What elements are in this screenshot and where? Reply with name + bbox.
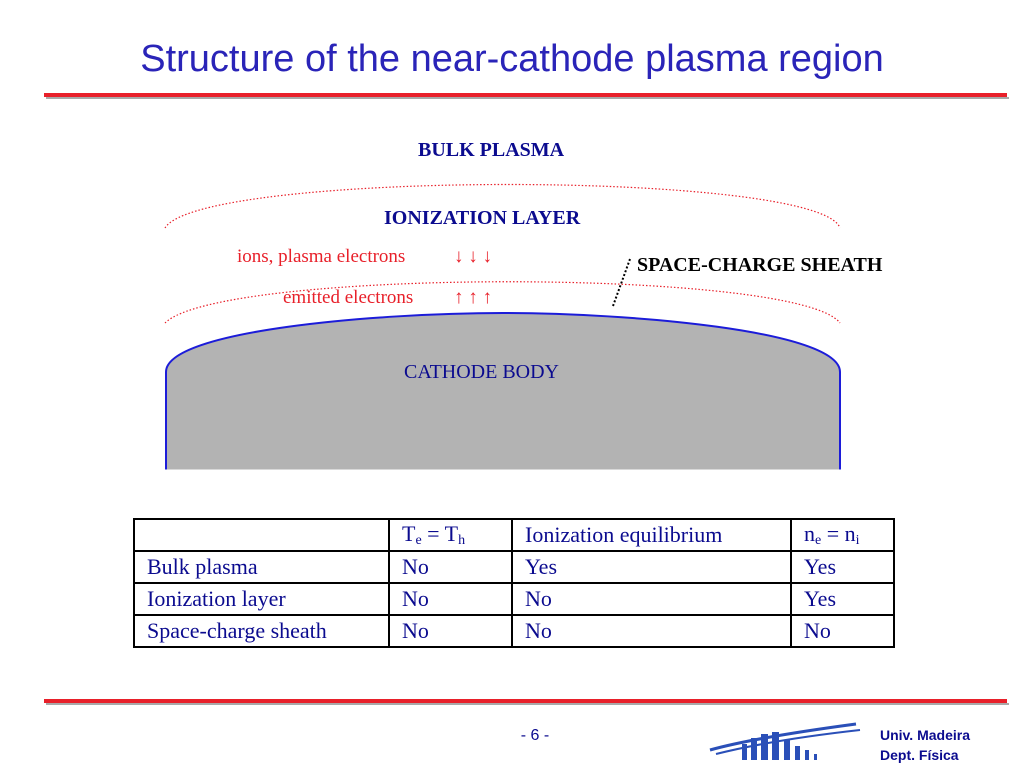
slide-title: Structure of the near-cathode plasma reg… (140, 38, 884, 80)
inner-boundary-curve (164, 281, 841, 324)
university-name: Univ. Madeira Dept. Física (880, 725, 970, 765)
header-cell-region (133, 518, 390, 552)
university-logo-icon (709, 722, 861, 760)
up-arrows: ↑ ↑ ↑ (454, 287, 492, 308)
region-cell: Bulk plasma (133, 550, 390, 584)
outer-boundary-curve (164, 183, 841, 229)
temp-eq-cell: No (388, 550, 513, 584)
header-cell-density: ne = ni (790, 518, 895, 552)
temp-eq-cell: No (388, 582, 513, 616)
cathode-body-shape (165, 311, 841, 472)
cathode-body-label: CATHODE BODY (404, 361, 559, 383)
region-cell: Ionization layer (133, 582, 390, 616)
ion-eq-cell: No (511, 614, 792, 648)
table-row: Space-charge sheath No No No (133, 614, 895, 648)
region-cell: Space-charge sheath (133, 614, 390, 648)
down-arrows: ↓ ↓ ↓ (454, 246, 492, 267)
bulk-plasma-label: BULK PLASMA (418, 139, 565, 161)
sheath-pointer-line (612, 258, 631, 307)
table-row: Bulk plasma No Yes Yes (133, 550, 895, 584)
title-rule (44, 93, 1007, 97)
header-cell-ionization: Ionization equilibrium (511, 518, 792, 552)
ionization-layer-label: IONIZATION LAYER (384, 207, 581, 229)
footer-rule-shadow (46, 703, 1009, 705)
ion-eq-cell: Yes (511, 550, 792, 584)
space-charge-sheath-label: SPACE-CHARGE SHEATH (637, 254, 883, 276)
ions-electrons-label: ions, plasma electrons (237, 246, 406, 267)
temp-eq-cell: No (388, 614, 513, 648)
footer-rule (44, 699, 1007, 703)
university-label: Univ. Madeira (880, 727, 970, 743)
neutrality-cell: Yes (790, 582, 895, 616)
neutrality-cell: Yes (790, 550, 895, 584)
table-row: Ionization layer No No Yes (133, 582, 895, 616)
region-comparison-table: Te = Th Ionization equilibrium ne = ni B… (133, 518, 895, 648)
neutrality-cell: No (790, 614, 895, 648)
table-header-row: Te = Th Ionization equilibrium ne = ni (133, 518, 895, 552)
department-label: Dept. Física (880, 747, 959, 763)
emitted-electrons-label: emitted electrons (283, 287, 414, 308)
title-rule-shadow (46, 97, 1009, 99)
ion-eq-cell: No (511, 582, 792, 616)
page-number: - 6 - (520, 727, 550, 744)
header-cell-temperature: Te = Th (388, 518, 513, 552)
